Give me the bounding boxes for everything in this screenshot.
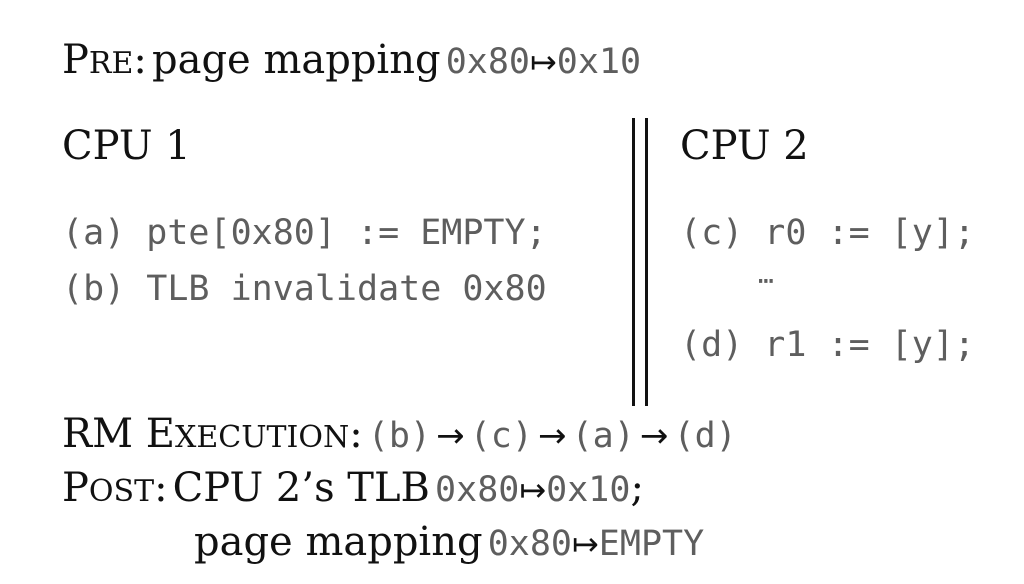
post-tlb-to-address: 0x10	[546, 470, 631, 510]
execution-colon: :	[349, 411, 363, 457]
pre-text: page mapping	[152, 37, 441, 83]
post-semicolon: ;	[630, 465, 644, 511]
post-mapping-text: page mapping	[194, 519, 483, 565]
cpu1-line-b: (b) TLB invalidate 0x80	[62, 269, 547, 309]
execution-arrow: →	[538, 416, 567, 456]
cpu1-title: CPU 1	[62, 123, 191, 169]
post-line-2: page mapping 0x80↦EMPTY	[194, 522, 704, 562]
execution-line: RM EXECUTION: (b) → (c) → (a) → (d)	[62, 414, 737, 454]
execution-label-rm: RM	[62, 411, 146, 457]
pre-label-rest: RE	[88, 46, 134, 81]
post-tlb-maps-to-arrow: ↦	[519, 471, 547, 509]
separator-line-left	[632, 118, 635, 406]
execution-step: (b)	[367, 416, 431, 456]
post-tlb-from-address: 0x80	[435, 470, 520, 510]
cpu1-line-a: (a) pte[0x80] := EMPTY;	[62, 213, 547, 253]
post-colon: :	[154, 465, 168, 511]
post-label-rest: OST	[88, 474, 155, 509]
pre-maps-to-arrow: ↦	[529, 43, 557, 81]
cpu2-line-c: (c) r0 := [y];	[680, 213, 976, 253]
post-mapping-maps-to-arrow: ↦	[571, 525, 599, 563]
execution-step: (a)	[571, 416, 635, 456]
execution-step: (d)	[673, 416, 737, 456]
pre-to-address: 0x10	[556, 42, 642, 82]
execution-label-rest: XECUTION	[175, 420, 350, 455]
separator-line-right	[645, 118, 648, 406]
pre-from-address: 0x80	[445, 42, 530, 82]
pre-label-initial: P	[62, 37, 89, 83]
post-mapping-to-value: EMPTY	[598, 524, 705, 564]
execution-arrow: →	[639, 416, 669, 456]
pre-colon: :	[133, 37, 147, 83]
cpu2-ellipsis: ⋯	[758, 266, 774, 296]
post-label-initial: P	[62, 465, 89, 511]
cpu2-title: CPU 2	[680, 123, 809, 169]
post-tlb-text: CPU 2’s TLB	[172, 465, 430, 511]
post-line-1: POST: CPU 2’s TLB 0x80↦0x10;	[62, 468, 644, 508]
execution-step: (c)	[469, 416, 533, 456]
execution-label-initial: E	[145, 411, 175, 457]
cpu2-line-d: (d) r1 := [y];	[680, 325, 976, 365]
execution-arrow: →	[436, 416, 465, 456]
post-mapping-from-address: 0x80	[487, 524, 572, 564]
pre-line: PRE: page mapping 0x80↦0x10	[62, 40, 641, 80]
